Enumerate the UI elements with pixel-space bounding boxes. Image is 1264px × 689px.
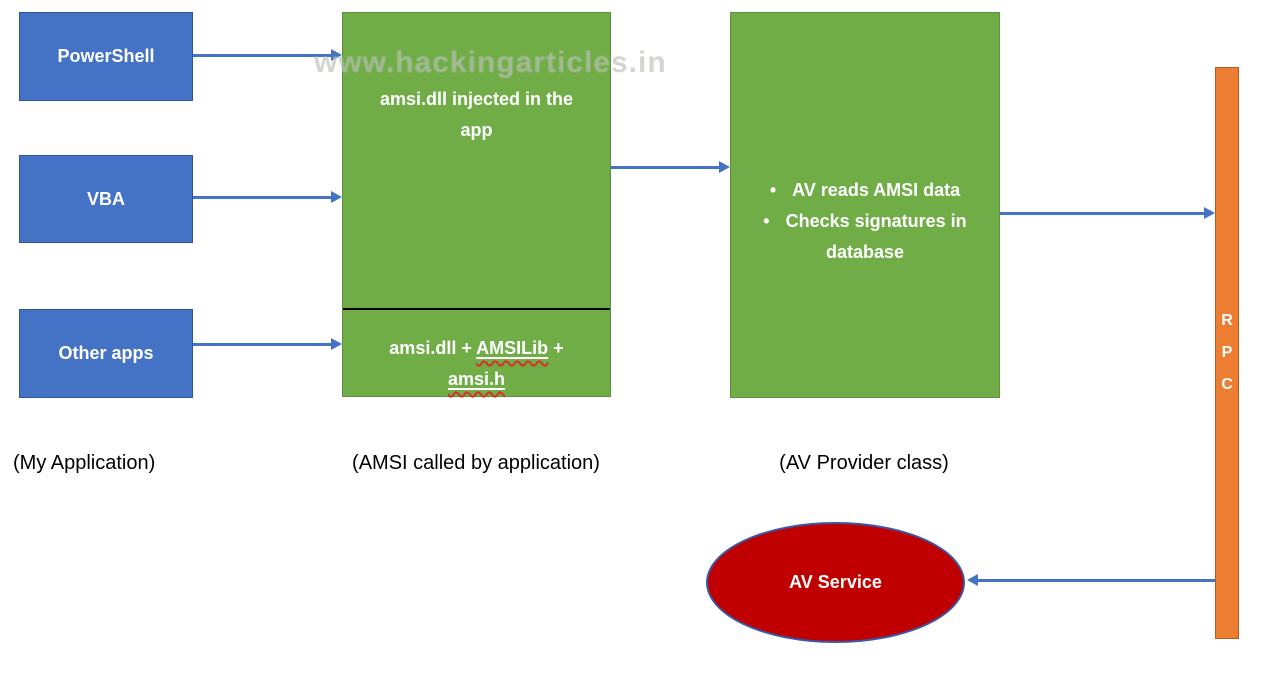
- amsi-lib-text: amsi.dll + AMSILib + amsi.h: [343, 333, 610, 395]
- amsi-box-divider: [343, 308, 610, 310]
- amsi-lib-prefix: amsi.dll +: [389, 338, 477, 358]
- amsi-injected-box: amsi.dll injected in the app amsi.dll + …: [342, 12, 611, 397]
- arrow-other-apps-to-amsi: [193, 338, 342, 350]
- other-apps-box-label: Other apps: [58, 343, 154, 363]
- other-apps-box: Other apps: [19, 309, 193, 398]
- av-provider-bullet-2: Checks signatures in database: [745, 206, 985, 268]
- caption-amsi-called-by-application: (AMSI called by application): [352, 452, 600, 474]
- amsi-injected-text-label: amsi.dll injected in the app: [379, 89, 574, 140]
- arrow-amsi-to-av-provider: [611, 161, 730, 173]
- arrow-av-provider-to-rpc: [1000, 207, 1215, 219]
- arrow-rpc-to-av-service: [967, 574, 1215, 586]
- amsi-h-underlined: amsi.h: [447, 369, 506, 389]
- powershell-box-label: PowerShell: [57, 46, 155, 66]
- vba-box: VBA: [19, 155, 193, 243]
- amsilib-underlined: AMSILib: [476, 338, 549, 358]
- amsi-lib-text-line: amsi.dll + AMSILib + amsi.h: [364, 333, 589, 395]
- av-provider-bullet-1: AV reads AMSI data: [745, 175, 985, 206]
- av-service-ellipse: AV Service: [706, 522, 965, 643]
- av-service-label: AV Service: [789, 572, 882, 592]
- amsi-injected-text: amsi.dll injected in the app: [343, 84, 610, 146]
- av-provider-bullet-list: AV reads AMSI data Checks signatures in …: [745, 175, 985, 268]
- caption-av-provider-class: (AV Provider class): [779, 452, 949, 474]
- av-provider-box: AV reads AMSI data Checks signatures in …: [730, 12, 1000, 398]
- arrow-vba-to-amsi: [193, 191, 342, 203]
- powershell-box: PowerShell: [19, 12, 193, 101]
- vba-box-label: VBA: [86, 188, 125, 209]
- rpc-bar: R P C: [1215, 67, 1239, 639]
- caption-my-application: (My Application): [13, 452, 156, 474]
- arrow-powershell-to-amsi: [193, 49, 342, 61]
- amsi-lib-mid: +: [548, 338, 564, 358]
